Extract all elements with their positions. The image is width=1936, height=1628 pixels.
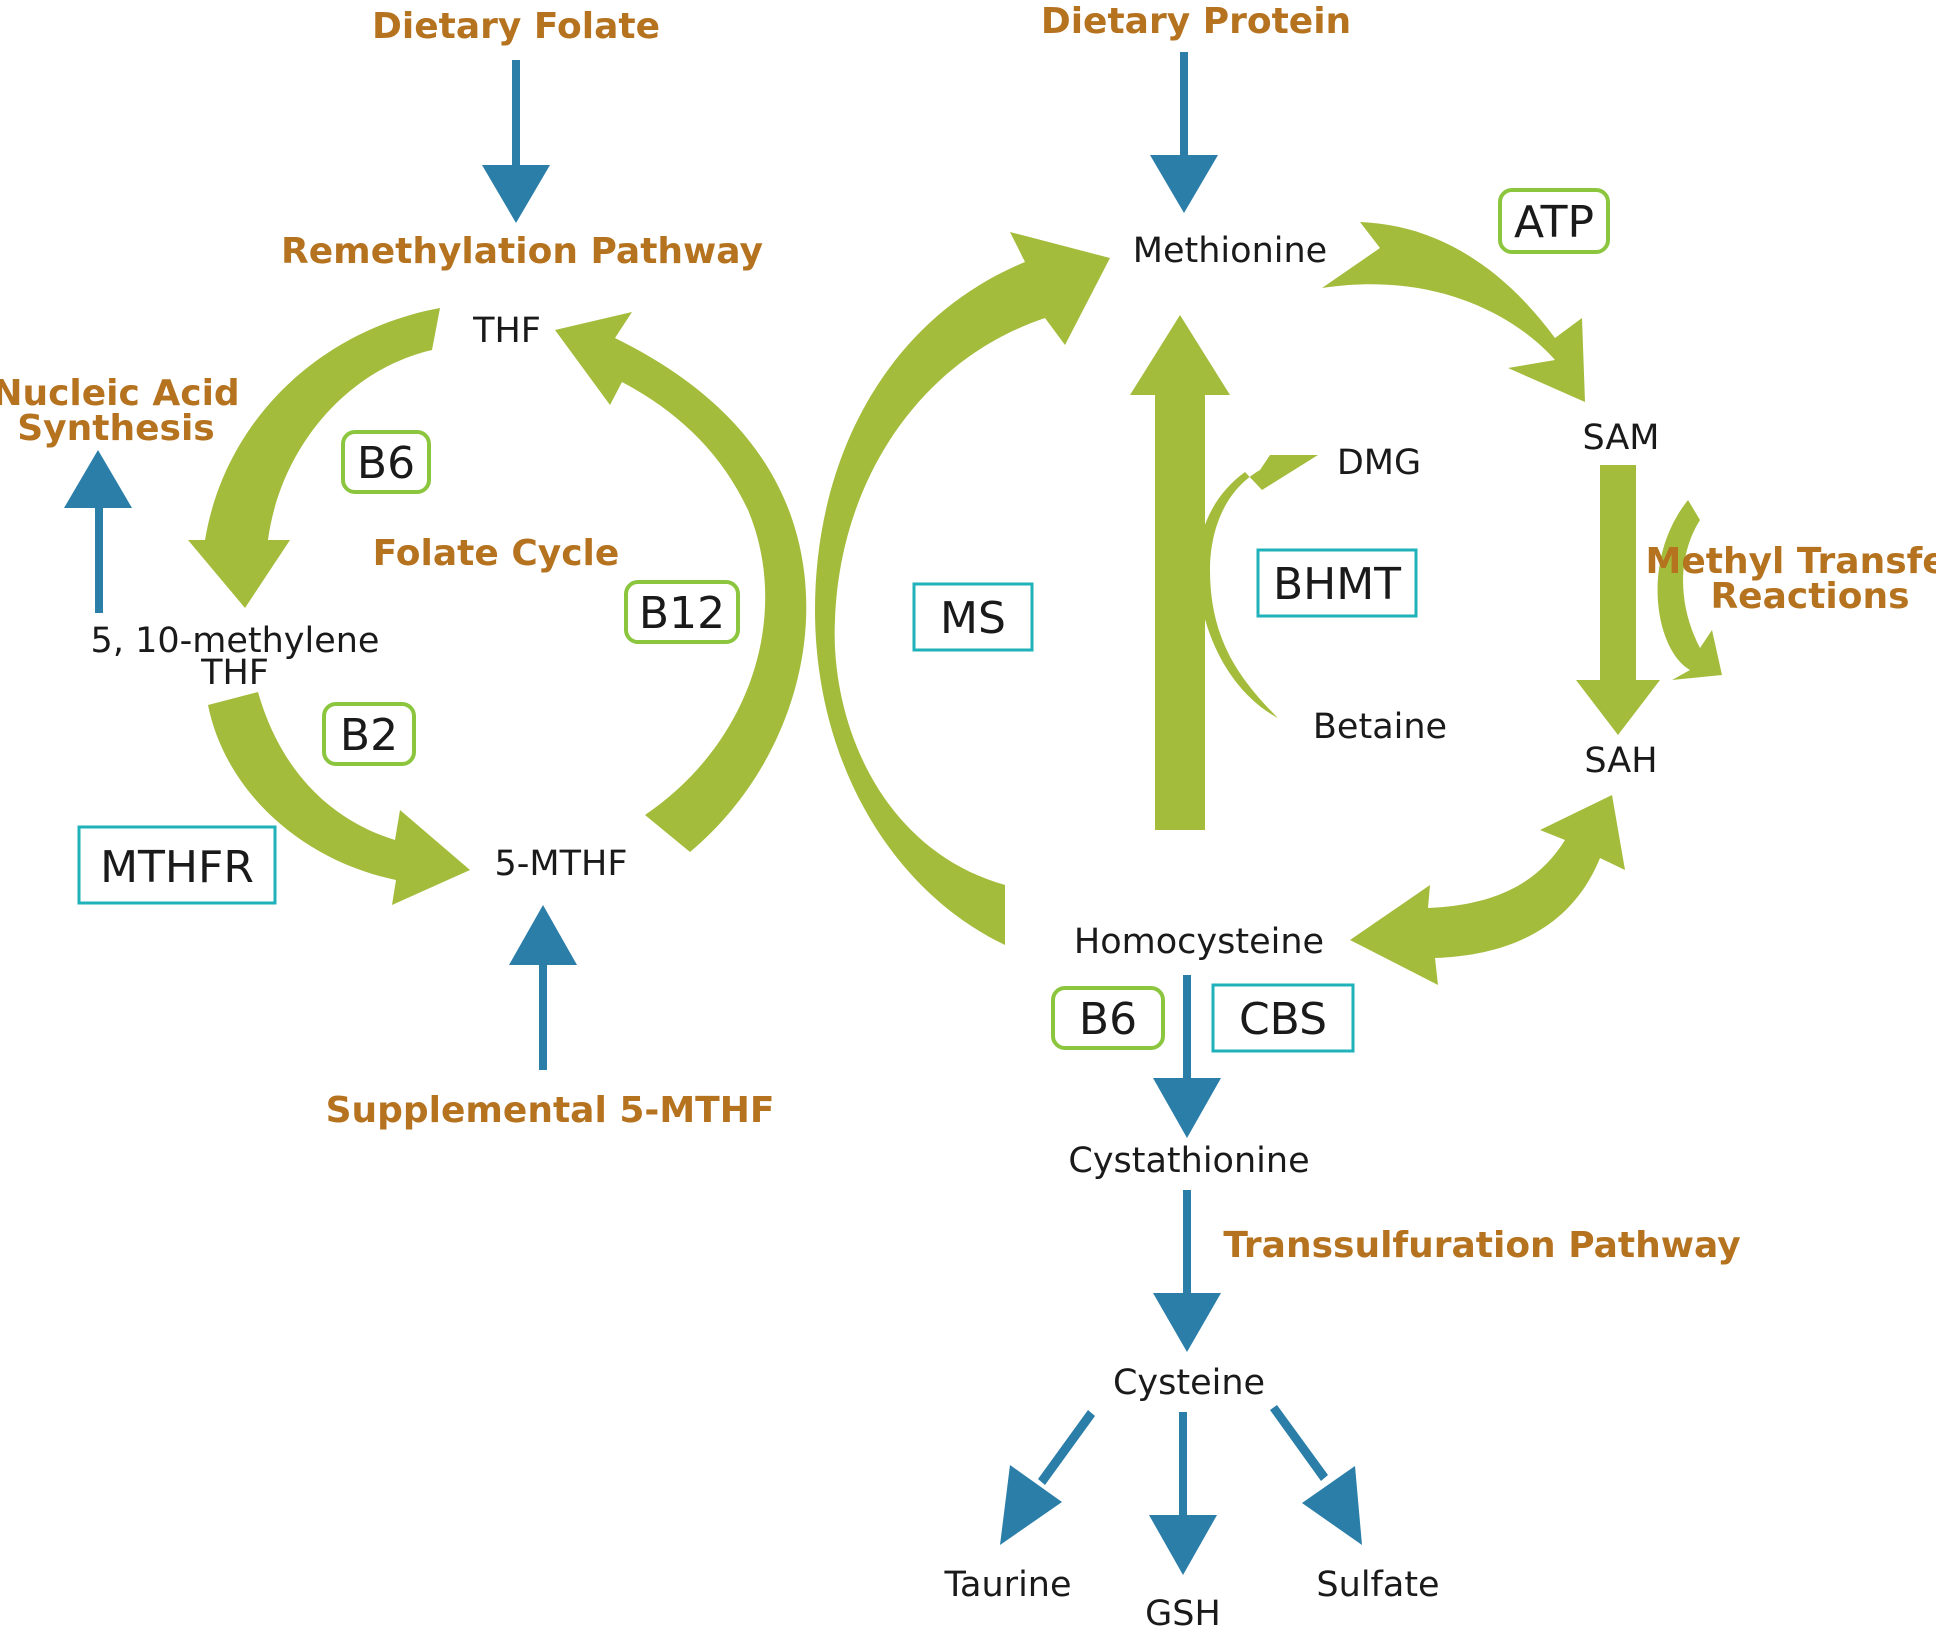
cofactor-b6-cbs: B6 bbox=[1051, 986, 1165, 1050]
label-nucleic-acid-line2: Synthesis bbox=[17, 408, 214, 449]
cofactor-boxes: B6 B12 B2 ATP B6 bbox=[322, 188, 1610, 1050]
molecule-cystathionine: Cystathionine bbox=[1068, 1141, 1309, 1181]
arrow-cysteine-to-sulfate bbox=[1270, 1405, 1362, 1545]
arrow-dietary-folate bbox=[482, 60, 550, 223]
cofactor-atp-label: ATP bbox=[1514, 197, 1594, 248]
enzyme-ms-label: MS bbox=[940, 593, 1006, 644]
label-transsulfuration-pathway: Transsulfuration Pathway bbox=[1223, 1225, 1740, 1266]
label-methyl-transfer-line1: Methyl Transfer bbox=[1646, 541, 1936, 582]
molecule-taurine: Taurine bbox=[943, 1565, 1071, 1605]
arrow-methionine-to-sam bbox=[1322, 222, 1585, 402]
molecule-5-mthf: 5-MTHF bbox=[495, 844, 628, 884]
molecule-sulfate: Sulfate bbox=[1316, 1565, 1439, 1605]
cofactor-b6-folate: B6 bbox=[341, 430, 431, 494]
arrow-betaine-to-methionine bbox=[1130, 315, 1230, 830]
green-arrows bbox=[188, 222, 1722, 985]
arrow-nucleic-acid bbox=[64, 450, 132, 613]
enzyme-cbs-label: CBS bbox=[1239, 994, 1327, 1045]
enzyme-cbs: CBS bbox=[1211, 983, 1355, 1053]
molecule-thf: THF bbox=[472, 311, 541, 351]
molecule-sam: SAM bbox=[1582, 418, 1659, 458]
cofactor-b6-folate-label: B6 bbox=[357, 438, 415, 489]
cofactor-b12: B12 bbox=[624, 580, 740, 644]
arrow-cystathionine-to-cysteine bbox=[1153, 1190, 1221, 1352]
label-dietary-folate: Dietary Folate bbox=[372, 6, 660, 47]
label-folate-cycle: Folate Cycle bbox=[373, 533, 620, 574]
blue-arrows bbox=[64, 52, 1362, 1575]
molecule-cysteine: Cysteine bbox=[1113, 1363, 1265, 1403]
arrow-mthf-to-thf bbox=[555, 312, 807, 852]
molecule-homocysteine: Homocysteine bbox=[1074, 922, 1324, 962]
enzyme-boxes: MTHFR MS BHMT CBS bbox=[77, 548, 1418, 1053]
label-supplemental-mthf: Supplemental 5-MTHF bbox=[326, 1090, 775, 1131]
enzyme-bhmt: BHMT bbox=[1256, 548, 1418, 618]
label-nucleic-acid-line1: Nucleic Acid bbox=[0, 373, 240, 414]
arrow-methylene-thf-to-mthf bbox=[208, 692, 470, 905]
arrow-dietary-protein bbox=[1150, 52, 1218, 213]
label-methyl-transfer-line2: Reactions bbox=[1710, 576, 1909, 617]
molecule-methionine: Methionine bbox=[1133, 231, 1327, 271]
enzyme-mthfr-label: MTHFR bbox=[100, 842, 254, 893]
arrow-supplemental-mthf bbox=[509, 905, 577, 1070]
arrow-ms-homocysteine-to-methionine bbox=[815, 232, 1110, 945]
arrow-homocysteine-to-cystathionine bbox=[1153, 975, 1221, 1138]
molecule-methylene-thf-line1: 5, 10-methylene bbox=[91, 621, 380, 661]
arrow-homocysteine-sah bbox=[1350, 795, 1625, 985]
label-dietary-protein: Dietary Protein bbox=[1041, 1, 1351, 42]
molecule-gsh: GSH bbox=[1145, 1594, 1221, 1628]
enzyme-mthfr: MTHFR bbox=[77, 825, 277, 905]
arrow-cysteine-to-gsh bbox=[1149, 1412, 1217, 1575]
molecule-betaine: Betaine bbox=[1313, 707, 1447, 747]
molecule-dmg: DMG bbox=[1337, 443, 1421, 483]
molecule-sah: SAH bbox=[1584, 741, 1657, 781]
molecule-methylene-thf-line2: THF bbox=[200, 653, 269, 693]
arrow-cysteine-to-taurine bbox=[1000, 1410, 1095, 1545]
cofactor-b6-cbs-label: B6 bbox=[1079, 994, 1137, 1045]
arrow-methyl-transfer bbox=[1657, 500, 1722, 680]
arrow-thf-to-methylene-thf bbox=[188, 308, 440, 608]
enzyme-bhmt-label: BHMT bbox=[1273, 559, 1401, 610]
arrow-bhmt-betaine-to-dmg bbox=[1197, 455, 1318, 718]
cofactor-b12-label: B12 bbox=[639, 588, 725, 639]
cofactor-b2: B2 bbox=[322, 702, 416, 766]
arrow-sam-to-sah bbox=[1576, 465, 1660, 735]
enzyme-ms: MS bbox=[912, 582, 1034, 652]
cofactor-atp: ATP bbox=[1498, 188, 1610, 254]
molecule-labels: THF 5, 10-methylene THF 5-MTHF Methionin… bbox=[91, 231, 1660, 1628]
label-remethylation-pathway: Remethylation Pathway bbox=[281, 231, 763, 272]
cofactor-b2-label: B2 bbox=[340, 710, 398, 761]
pathway-labels: Dietary Folate Dietary Protein Remethyla… bbox=[0, 1, 1936, 1266]
